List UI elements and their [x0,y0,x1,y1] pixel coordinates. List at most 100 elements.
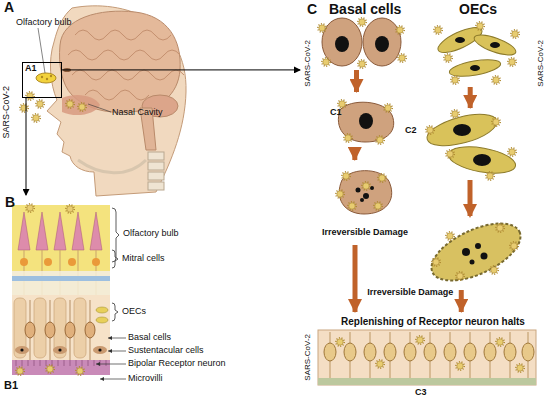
cells-illustration [462,248,470,256]
cells-illustration [446,232,454,240]
cells-illustration [398,54,406,62]
cells-illustration [470,65,480,71]
part-label: Microvilli [128,374,163,384]
tissue-illustration [12,205,110,271]
tissue-illustration [53,346,67,354]
cell-stage: C1 [322,92,402,150]
head-illustration [38,28,45,73]
cells-illustration [363,18,401,66]
panel-letter: A [4,0,14,15]
tissue-illustration [85,322,95,338]
head-illustration [72,70,184,80]
part-label: Olfactory bulb [16,18,72,28]
cells-illustration [475,243,481,249]
cells-illustration [516,364,524,372]
tissue-illustration [15,346,29,354]
cells-illustration [358,18,366,26]
cells-illustration [384,104,392,112]
cells-illustration [490,266,498,274]
head-illustration [50,75,52,77]
cells-illustration [375,36,389,52]
cells-illustration [376,360,384,368]
tissue-illustration [20,348,23,351]
cell-stage: Irreversible Damage [318,160,418,245]
inset-box: A1 [22,62,62,98]
tissue-illustration [96,336,112,381]
cell-stage: OECs [445,2,535,87]
node-title: C1 [330,108,342,118]
head-illustration [85,90,149,100]
head-illustration [46,78,48,80]
cells-illustration [338,100,346,108]
tissue-illustration [74,298,86,358]
cells-illustration [496,224,504,232]
node-title: Irreversible Damage [322,228,418,238]
tissue-illustration [16,360,106,366]
tissue-illustration [58,348,61,351]
tissue-illustration [16,367,24,375]
flow-arrow [459,290,464,312]
tissue-illustration [12,271,110,295]
flow-arrow [26,98,27,195]
cells-illustration [338,102,393,142]
cells-illustration [424,108,500,152]
cells-illustration [481,253,488,260]
node-title: Basal cells [329,2,401,17]
flow-arrow [353,245,358,312]
virus-label: SARS-CoV-2 [304,40,313,87]
cells-illustration [451,110,459,118]
cells-illustration [344,134,352,142]
node-text: C3 [415,388,427,398]
tissue-illustration [25,322,35,338]
tissue-illustration [54,212,66,250]
cells-illustration [348,202,356,210]
head-illustration [47,6,186,196]
cells-illustration [339,171,391,214]
panel-letter: B1 [4,379,18,391]
cells-illustration [359,113,373,129]
cells-illustration [426,126,434,134]
cells-illustration [473,154,491,166]
tissue-illustration [44,258,52,266]
tissue-illustration [36,212,48,250]
tissue-illustration [96,307,108,313]
flow-arrow [354,70,359,92]
cells-illustration [360,198,364,202]
cells-illustration [492,118,500,126]
cells-illustration [336,190,344,198]
tissue-illustration [12,295,110,360]
head-illustration [36,100,44,108]
cells-illustration [432,258,440,266]
cell-stage: Basal cells [325,2,415,70]
cells-illustration [364,343,376,361]
head-illustration [36,73,56,83]
part-label: OECs [122,307,146,317]
head-illustration [148,182,164,190]
tissue-illustration [72,212,84,250]
cells-illustration [363,193,369,199]
cells-illustration [511,30,519,38]
cells-illustration [396,26,404,34]
virus-label: SARS-CoV-2 [304,334,313,381]
tissue-illustration [12,204,126,381]
cells-illustration [330,332,528,380]
cells-illustration [324,343,336,361]
tissue-illustration [54,298,66,358]
part-label: Basal cells [128,333,171,343]
cells-illustration [424,343,436,361]
cells-illustration [362,182,370,190]
panel-box: CBasal cellsC1Irreversible DamageOECsC2R… [300,0,549,402]
tissue-illustration [93,346,107,354]
head-illustration [63,68,71,72]
cells-illustration [490,42,500,48]
cells-illustration [455,37,465,43]
head-illustration [32,114,40,122]
node-title: B [5,195,15,210]
tissue-illustration [112,250,118,268]
head-illustration [20,104,28,112]
panel-box: B [3,195,113,377]
node-title: A1 [25,64,37,74]
cells-illustration [423,212,529,292]
